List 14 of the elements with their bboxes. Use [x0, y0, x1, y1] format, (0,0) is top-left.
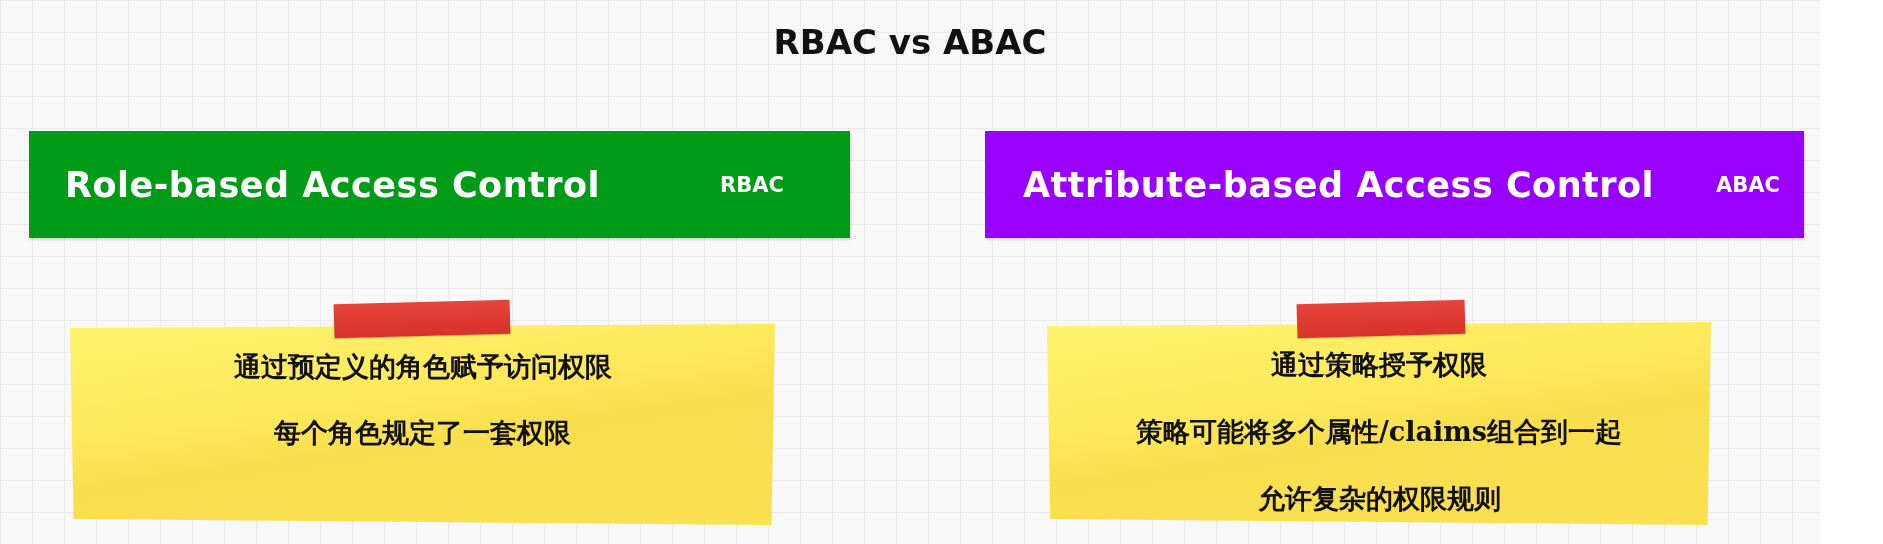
abbreviation-label: ABAC	[1716, 172, 1780, 197]
note-text: 策略可能将多个属性/claims组合到一起	[1135, 415, 1623, 449]
heading-banner	[985, 131, 1804, 238]
sticky-note	[1047, 322, 1711, 525]
note-text: 每个角色规定了一套权限	[274, 416, 571, 450]
abbreviation-label: RBAC	[720, 172, 784, 197]
heading-banner	[29, 131, 850, 238]
diagram-title: RBAC vs ABAC	[773, 22, 1047, 62]
banner-heading: Attribute-based Access Control	[1023, 164, 1655, 205]
note-text: 通过预定义的角色赋予访问权限	[233, 350, 612, 384]
note-text: 允许复杂的权限规则	[1257, 482, 1501, 516]
sticky-note	[70, 324, 775, 525]
banner-heading: Role-based Access Control	[65, 164, 601, 205]
note-text: 通过策略授予权限	[1271, 348, 1487, 382]
